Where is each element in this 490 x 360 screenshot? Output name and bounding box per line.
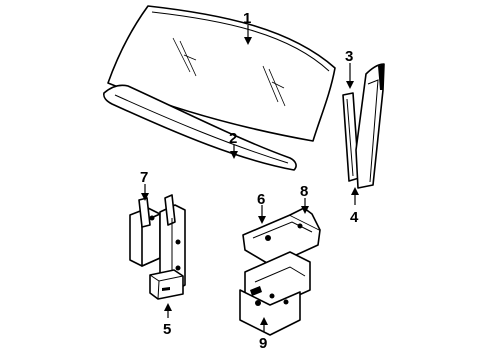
callout-5: 5 [163, 321, 171, 338]
callout-8: 8 [300, 183, 308, 200]
upper-mount-bracket [242, 207, 321, 267]
windshield-glass [107, 5, 336, 142]
callout-2: 2 [229, 130, 237, 147]
windshield-molding [103, 84, 297, 171]
lower-mount-bracket [239, 251, 311, 336]
callout-6: 6 [257, 191, 265, 208]
pillar-garnish [355, 63, 385, 189]
callout-3: 3 [345, 48, 353, 65]
callout-1: 1 [243, 10, 251, 27]
control-module [149, 269, 184, 300]
callout-7: 7 [140, 169, 148, 186]
leader-lines [141, 25, 359, 332]
callout-4: 4 [350, 209, 359, 226]
callout-9: 9 [259, 335, 267, 352]
